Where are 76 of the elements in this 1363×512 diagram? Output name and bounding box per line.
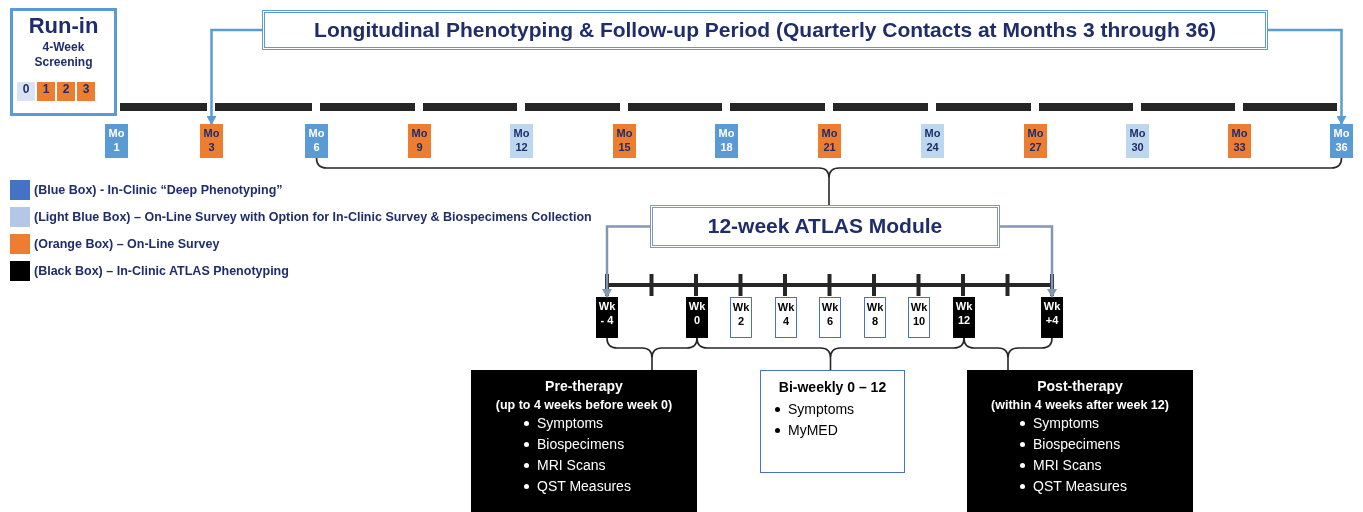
week-box: [37, 82, 55, 101]
list-item: MRI Scans: [1033, 456, 1102, 476]
box-label: 2: [61, 82, 71, 97]
list-item: MyMED: [788, 420, 838, 440]
arrow: [602, 225, 650, 298]
week-box: [819, 297, 841, 338]
box-label: 3: [81, 82, 91, 97]
week-box: [77, 82, 95, 101]
box-label: Mo 21: [820, 127, 839, 155]
week-box: [953, 297, 975, 338]
week-box: [1041, 297, 1063, 338]
subheading-text: 4-Week Screening: [33, 40, 94, 71]
box-label: Mo 18: [717, 127, 736, 155]
box-label: Wk 8: [865, 301, 885, 329]
heading-text: Run-in: [27, 13, 100, 39]
week-box: [686, 297, 708, 338]
box-label: Wk 2: [731, 301, 751, 329]
list-item: Symptoms: [537, 414, 604, 434]
week-box: [596, 297, 618, 338]
bracket-connector: [606, 337, 698, 371]
subheading-text: (up to 4 weeks before week 0): [494, 397, 674, 414]
week-box: [908, 297, 930, 338]
list-item: MRI Scans: [537, 456, 606, 476]
legend-text: (Blue Box) - In-Clinic “Deep Phenotyping”: [34, 183, 283, 197]
list-item: Symptoms: [1033, 414, 1100, 434]
box-label: Mo 27: [1026, 127, 1045, 155]
list-item: Symptoms: [788, 399, 855, 419]
box-label: Mo 33: [1230, 127, 1249, 155]
box-label: Mo 1: [107, 127, 126, 155]
run-in-box: [10, 8, 117, 116]
box-label: Mo 3: [202, 127, 221, 155]
list-item: Biospecimens: [1033, 435, 1121, 455]
box-label: Mo 36: [1332, 127, 1351, 155]
box-label: Mo 12: [512, 127, 531, 155]
arrow: [1000, 225, 1057, 298]
box-label: Wk 0: [687, 300, 707, 328]
title-text: 12-week ATLAS Module: [707, 214, 943, 239]
bracket-connector: [696, 337, 965, 371]
box-label: Mo 6: [307, 127, 326, 155]
list-item: QST Measures: [1033, 477, 1127, 497]
box-label: Wk 10: [909, 301, 929, 329]
week-box: [730, 297, 752, 338]
box-label: Mo 9: [410, 127, 429, 155]
arrow: [1268, 28, 1347, 125]
week-box: [17, 82, 35, 101]
legend-text: (Light Blue Box) – On-Line Survey with Option for In-Clinic Survey & Biospecimens Collection: [34, 210, 592, 224]
phase-box: [471, 370, 697, 512]
bracket-connector: [963, 337, 1053, 371]
box-label: Wk +4: [1042, 300, 1062, 328]
box-label: Mo 15: [615, 127, 634, 155]
module-box: [650, 205, 1000, 248]
week-box: [57, 82, 75, 101]
box-label: Wk 4: [776, 301, 796, 329]
phase-box: [967, 370, 1193, 512]
title-box: [262, 10, 1268, 50]
week-box: [864, 297, 886, 338]
legend-text: (Orange Box) – On-Line Survey: [34, 237, 220, 251]
box-label: Wk 6: [820, 301, 840, 329]
heading-text: Pre-therapy: [544, 378, 624, 396]
legend-text: (Black Box) – In-Clinic ATLAS Phenotyping: [34, 264, 289, 278]
box-label: 1: [41, 82, 51, 97]
heading-text: Post-therapy: [1036, 378, 1124, 396]
box-label: Wk - 4: [597, 300, 617, 328]
title-text: Longitudinal Phenotyping & Follow-up Period (Quarterly Contacts at Months 3 through 36): [314, 17, 1216, 43]
bracket-connector: [315, 157, 1343, 206]
box-label: Mo 24: [923, 127, 942, 155]
box-label: Wk 12: [954, 300, 974, 328]
box-label: Mo 30: [1128, 127, 1147, 155]
list-item: Biospecimens: [537, 435, 625, 455]
box-label: 0: [21, 82, 31, 97]
phase-box: [760, 370, 905, 473]
subheading-text: (within 4 weeks after week 12): [990, 397, 1170, 414]
heading-text: Bi-weekly 0 – 12: [777, 379, 888, 397]
list-item: QST Measures: [537, 477, 631, 497]
week-box: [775, 297, 797, 338]
arrow: [206, 28, 262, 125]
